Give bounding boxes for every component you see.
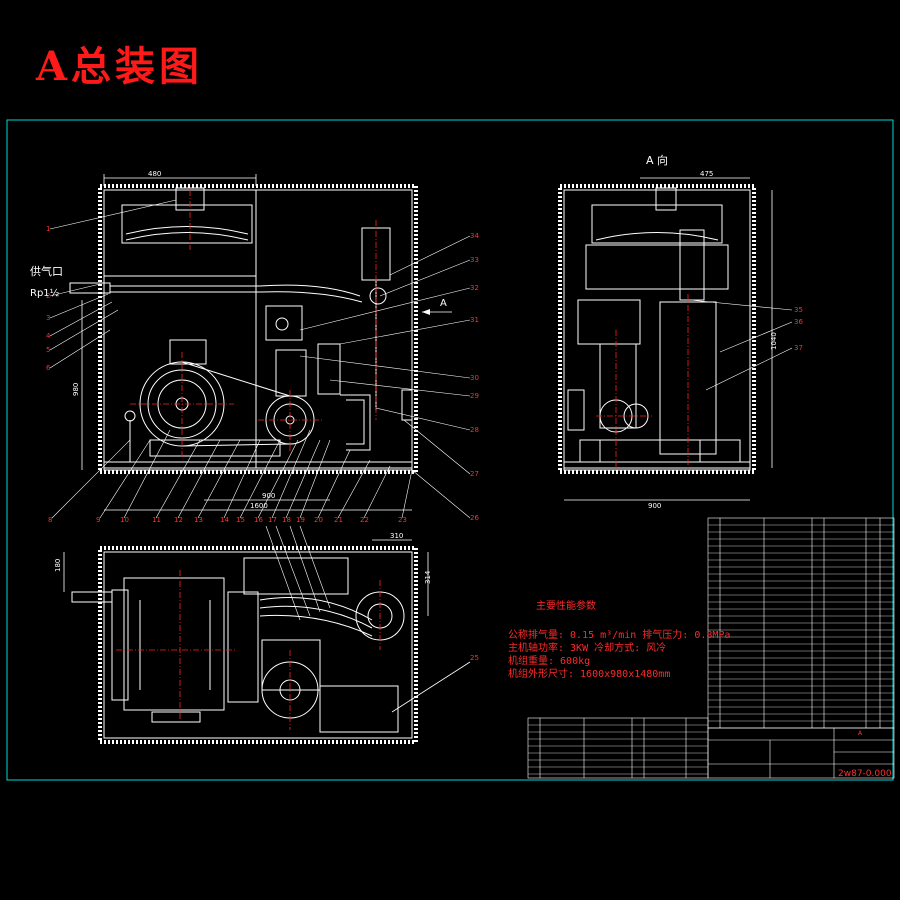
balloon-plan-25: 25	[470, 654, 479, 662]
dim-front-height: 980	[72, 383, 80, 396]
plan-view	[71, 546, 418, 744]
dim-front-outer: 1600	[250, 502, 268, 510]
params-line-3: 机组重量: 600kg	[508, 656, 591, 667]
balloon-left-2: 2	[46, 292, 50, 300]
dim-side-bottom: 900	[648, 502, 661, 510]
title-block	[707, 727, 895, 779]
section-arrow-label: A	[440, 298, 447, 309]
balloon-right-31: 31	[470, 316, 479, 324]
balloon-bottom-20: 20	[314, 516, 323, 524]
balloon-bottom-17: 17	[268, 516, 277, 524]
dim-front-top: 480	[148, 170, 161, 178]
balloon-right-33: 33	[470, 256, 479, 264]
balloon-right-32: 32	[470, 284, 479, 292]
params-line-4: 机组外形尺寸: 1600x980x1480mm	[508, 669, 671, 680]
dim-side-top: 475	[700, 170, 713, 178]
balloon-bottom-15: 15	[236, 516, 245, 524]
balloon-bottom-19: 19	[296, 516, 305, 524]
balloon-right-26: 26	[470, 514, 479, 522]
inlet-label: 供气口	[30, 264, 63, 278]
params-line-2: 主机轴功率: 3KW 冷却方式: 风冷	[508, 643, 667, 654]
balloon-bottom-18: 18	[282, 516, 291, 524]
balloon-left-4: 4	[46, 332, 51, 340]
balloon-left-5: 5	[46, 346, 50, 354]
dim-side-height: 1040	[770, 332, 778, 350]
balloon-left-3: 3	[46, 314, 50, 322]
balloon-side-36: 36	[794, 318, 803, 326]
balloon-bottom-23: 23	[398, 516, 407, 524]
balloon-bottom-8: 8	[48, 516, 52, 524]
balloon-bottom-22: 22	[360, 516, 369, 524]
balloon-right-27: 27	[470, 470, 479, 478]
balloon-right-30: 30	[470, 374, 479, 382]
balloon-bottom-9: 9	[96, 516, 100, 524]
inlet-thread: Rp1½	[30, 287, 60, 299]
params-heading: 主要性能参数	[536, 601, 596, 612]
side-view	[558, 184, 756, 474]
balloon-bottom-12: 12	[174, 516, 183, 524]
params-line-1: 公称排气量: 0.15 m³/min 排气压力: 0.8MPa	[508, 630, 731, 641]
balloon-bottom-13: 13	[194, 516, 203, 524]
balloon-bottom-21: 21	[334, 516, 343, 524]
side-view-label: A 向	[646, 153, 668, 167]
balloon-side-37: 37	[794, 344, 803, 352]
balloon-right-34: 34	[470, 232, 479, 240]
drawing-title: A总装图	[36, 43, 204, 90]
performance-params: 主要性能参数 公称排气量: 0.15 m³/min 排气压力: 0.8MPa 主…	[508, 600, 730, 681]
drawing-number: 2w87-0.000	[838, 769, 892, 779]
front-view	[69, 184, 418, 474]
title-block-mark: A	[858, 730, 863, 737]
balloon-bottom-14: 14	[220, 516, 229, 524]
balloon-right-28: 28	[470, 426, 479, 434]
dim-plan-right: 314	[424, 570, 432, 584]
sheet-border	[6, 119, 894, 781]
balloon-left-6: 6	[46, 364, 51, 372]
balloon-side-35: 35	[794, 306, 803, 314]
balloon-bottom-10: 10	[120, 516, 129, 524]
lower-table	[527, 717, 709, 779]
balloon-right-29: 29	[470, 392, 479, 400]
dim-front-inner: 900	[262, 492, 275, 500]
balloon-left-1: 1	[46, 225, 50, 233]
dim-plan-left: 180	[54, 559, 62, 572]
balloon-bottom-16: 16	[254, 516, 263, 524]
balloon-bottom-11: 11	[152, 516, 161, 524]
dim-plan-top: 310	[390, 532, 403, 540]
